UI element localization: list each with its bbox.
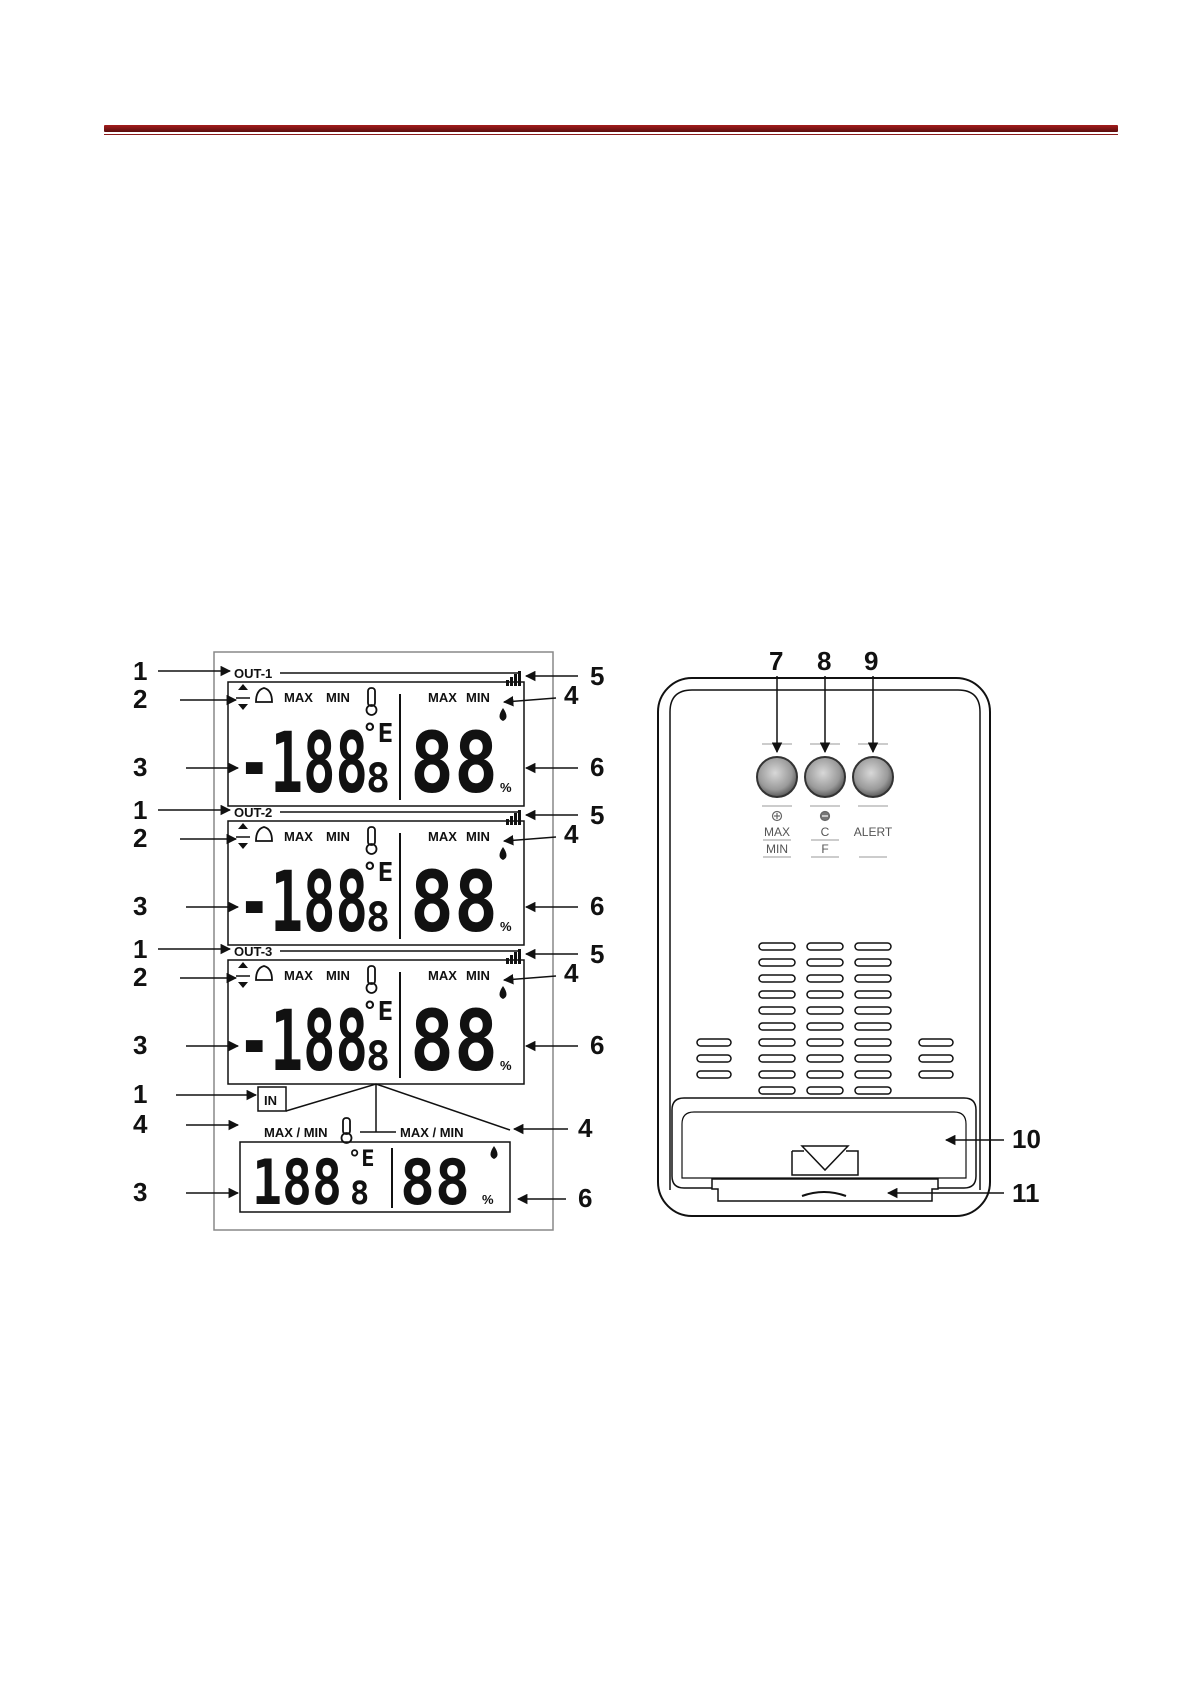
thermometer-icon — [367, 827, 377, 854]
callout-number: 6 — [590, 1030, 604, 1060]
min-label: MIN — [326, 968, 350, 983]
max-min-button[interactable] — [757, 757, 797, 797]
callout-number: 2 — [133, 962, 147, 992]
stand-slot — [712, 1179, 938, 1201]
callout-number: 5 — [590, 939, 604, 969]
callout-number: 2 — [133, 684, 147, 714]
callout-number: 4 — [564, 958, 579, 988]
temperature-unit: °E — [362, 997, 393, 1027]
device-back: MAX MIN C F ALERT — [658, 678, 990, 1216]
channel-2-panel: OUT-2 MAX MIN MAX MIN -188 °E 8 88 % — [228, 805, 524, 951]
humidity-drop-icon — [500, 708, 507, 721]
callout-number: 1 — [133, 934, 147, 964]
indoor-label: IN — [264, 1093, 277, 1108]
callout-number: 6 — [590, 891, 604, 921]
callout-number: 7 — [769, 646, 783, 676]
min-label-hum: MIN — [466, 690, 490, 705]
humidity-unit: % — [500, 780, 512, 795]
callout-number: 3 — [133, 1030, 147, 1060]
callout-number: 5 — [590, 800, 604, 830]
bell-icon — [256, 966, 272, 980]
callout-number: 1 — [133, 656, 147, 686]
min-label-hum: MIN — [466, 829, 490, 844]
humidity-drop-icon — [491, 1146, 498, 1159]
temperature-digits: -188 — [238, 714, 368, 812]
bell-icon — [256, 688, 272, 702]
callout-number: 1 — [133, 795, 147, 825]
channel-3-panel: OUT-3 MAX MIN MAX MIN -188 °E 8 88 % — [228, 944, 524, 1090]
max-label-hum: MAX — [428, 690, 457, 705]
callout-number: 6 — [578, 1183, 592, 1213]
temperature-unit: °E — [362, 858, 393, 888]
temperature-digits: 188 — [252, 1146, 342, 1219]
humidity-drop-icon — [500, 986, 507, 999]
callout-number: 3 — [133, 891, 147, 921]
callout-number: 3 — [133, 752, 147, 782]
button-top-label: MAX — [764, 825, 790, 839]
thermometer-icon — [367, 688, 377, 715]
minus-icon — [821, 812, 830, 821]
thermometer-icon — [342, 1118, 352, 1143]
maxmin-label: MAX / MIN — [264, 1125, 328, 1140]
alert-arrows-icon — [236, 684, 250, 710]
channel-label: OUT-2 — [234, 805, 272, 820]
button-bottom-label: F — [821, 842, 828, 856]
button-top-label: ALERT — [854, 825, 893, 839]
temperature-decimal: 8 — [366, 756, 390, 802]
callout-number: 5 — [590, 661, 604, 691]
humidity-digits: 88 — [410, 714, 498, 812]
button-bottom-label: MIN — [766, 842, 788, 856]
callout-number: 6 — [590, 752, 604, 782]
callout-number: 4 — [564, 680, 579, 710]
temperature-digits: -188 — [238, 992, 368, 1090]
callout-number: 4 — [578, 1113, 593, 1143]
alert-button[interactable] — [853, 757, 893, 797]
callout-number: 2 — [133, 823, 147, 853]
temperature-unit: °E — [348, 1147, 375, 1172]
bell-icon — [256, 827, 272, 841]
right-callouts: 5 4 6 5 4 6 5 4 6 4 6 — [504, 661, 604, 1213]
humidity-digits: 88 — [410, 992, 498, 1090]
humidity-unit: % — [482, 1192, 494, 1207]
temperature-digits: -188 — [238, 853, 368, 951]
callout-number: 4 — [133, 1109, 148, 1139]
channel-1-panel: OUT-1 MAX MIN MAX MIN -188 °E 8 88 % — [228, 666, 524, 812]
min-label: MIN — [326, 690, 350, 705]
callout-number: 11 — [1012, 1178, 1040, 1208]
channel-label: OUT-3 — [234, 944, 272, 959]
temperature-decimal: 8 — [366, 895, 390, 941]
max-label: MAX — [284, 829, 313, 844]
c-f-button[interactable] — [805, 757, 845, 797]
button-top-label: C — [821, 825, 830, 839]
callout-number: 3 — [133, 1177, 147, 1207]
max-label-hum: MAX — [428, 829, 457, 844]
channel-label: OUT-1 — [234, 666, 272, 681]
max-label-hum: MAX — [428, 968, 457, 983]
temperature-decimal: 8 — [350, 1174, 369, 1212]
lcd-display: OUT-1 MAX MIN MAX MIN -188 °E 8 88 % — [214, 652, 553, 1230]
maxmin-label-hum: MAX / MIN — [400, 1125, 464, 1140]
humidity-digits: 88 — [400, 1146, 470, 1219]
humidity-unit: % — [500, 919, 512, 934]
callout-number: 10 — [1012, 1124, 1041, 1154]
min-label-hum: MIN — [466, 968, 490, 983]
temperature-decimal: 8 — [366, 1034, 390, 1080]
callout-number: 4 — [564, 819, 579, 849]
max-label: MAX — [284, 968, 313, 983]
callout-number: 9 — [864, 646, 878, 676]
alert-arrows-icon — [236, 823, 250, 849]
max-label: MAX — [284, 690, 313, 705]
indoor-panel: IN MAX / MIN MAX / MIN 188 °E 8 88 % — [240, 1084, 510, 1219]
humidity-unit: % — [500, 1058, 512, 1073]
house-roof — [286, 1084, 510, 1130]
thermometer-icon — [367, 966, 377, 993]
temperature-unit: °E — [362, 719, 393, 749]
min-label: MIN — [326, 829, 350, 844]
alert-arrows-icon — [236, 962, 250, 988]
humidity-drop-icon — [500, 847, 507, 860]
callout-number: 8 — [817, 646, 831, 676]
callout-number: 1 — [133, 1079, 147, 1109]
humidity-digits: 88 — [410, 853, 498, 951]
